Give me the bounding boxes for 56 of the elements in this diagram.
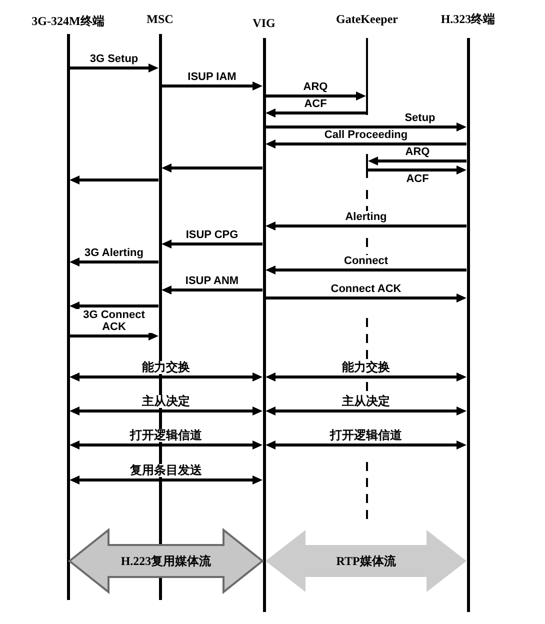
edge-label: ISUP CPG [184,229,240,241]
edge-label: 能力交换 [140,361,192,374]
message-arrow [368,166,466,174]
message-arrow [162,286,262,294]
edge-label: Setup [402,112,438,124]
edge-label: ACF [302,98,329,110]
edge-label: Alerting [343,211,389,223]
message-arrow [266,406,466,416]
message-arrow [162,82,262,90]
lifeline-header: H.323终端 [440,12,496,26]
message-arrow [70,258,158,266]
edge-label: 复用条目发送 [128,464,204,477]
message-arrow [162,240,262,248]
message-arrow [266,222,466,230]
message-arrow [266,294,466,302]
edge-label: 打开逻辑信道 [128,429,204,442]
message-arrow [266,140,466,148]
message-arrow [70,440,262,450]
lifeline-header: VIG [252,16,276,30]
edge-label: ISUP ANM [183,275,241,287]
edge-label: ARQ [301,81,330,93]
edge-label: ISUP IAM [186,71,238,83]
edge-label: ACF [404,173,431,185]
message-arrow [266,108,366,118]
edge-label: 主从决定 [140,395,192,408]
edge-label: 3G Alerting [82,247,146,259]
message-arrow [266,266,466,274]
edge-label: Call Proceeding [322,129,410,141]
message-arrow [70,476,262,484]
message-arrow [70,64,158,72]
edge-label: RTP媒体流 [336,554,396,568]
message-arrow [266,122,466,132]
edge-label: 打开逻辑信道 [328,429,404,442]
double-block-arrow [266,530,466,592]
lifeline-header: GateKeeper [336,12,398,26]
edge-label: 能力交换 [340,361,392,374]
lifeline-header: MSC [146,12,174,26]
message-arrow [266,440,466,450]
edge-label: Connect ACK [328,283,404,295]
message-arrow [70,406,262,416]
message-arrow [162,164,262,172]
edge-label: ARQ [403,146,432,158]
message-arrow [266,92,366,100]
double-block-arrow [68,528,264,594]
message-arrow [70,176,158,184]
lifeline-header: 3G-324M终端 [32,14,104,28]
edge-label: 3G Setup [88,53,140,65]
edge-label: 3G Connect ACK [74,309,154,333]
message-arrow [70,302,158,310]
message-arrow [266,372,466,382]
message-arrow [368,156,466,166]
edge-label: H.223复用媒体流 [120,554,212,568]
edge-label: Connect [342,255,390,267]
edge-label: 主从决定 [340,395,392,408]
message-arrow [70,332,158,340]
message-arrow [70,372,262,382]
